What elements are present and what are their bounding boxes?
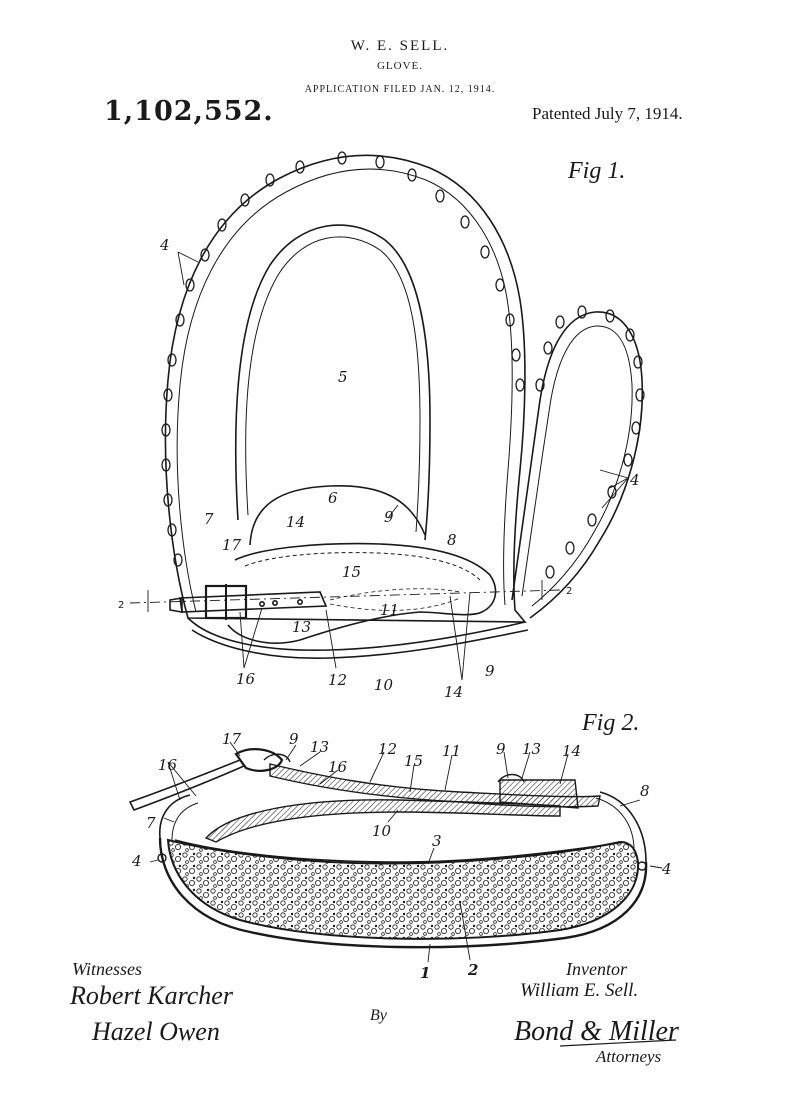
fig2-drawing: [128, 741, 663, 963]
flap-6: [249, 485, 426, 546]
cushion-cover: [158, 837, 648, 949]
patented-date: Patented July 7, 1914.: [532, 104, 683, 123]
section-mark-left: 2: [118, 600, 124, 611]
ref-9-a: 9: [384, 508, 394, 526]
fig2-ref-9-b: 9: [496, 740, 506, 758]
ref-17: 17: [222, 536, 242, 554]
fig2-ref-17: 17: [222, 730, 242, 748]
fig2-ref-13-b: 13: [522, 740, 541, 758]
fig2-ref-1: 1: [420, 964, 430, 982]
ref-15: 15: [342, 563, 361, 581]
ref-16: 16: [236, 670, 256, 688]
ref-13: 13: [292, 618, 311, 636]
loop-13-left: [263, 753, 291, 763]
fig2-ref-10: 10: [372, 822, 392, 840]
cushion-stuffing: [166, 838, 640, 940]
strap-10: [204, 799, 561, 843]
fig1-drawing: [129, 151, 645, 681]
fig2-ref-11: 11: [442, 742, 461, 760]
ref-14-b: 14: [444, 683, 463, 701]
wrist-band: [187, 617, 526, 652]
palm-pocket: [234, 224, 431, 541]
fig2-ref-12: 12: [378, 740, 397, 758]
inventor-name: W. E. SELL.: [350, 38, 450, 54]
fig2-ref-16: 16: [158, 756, 178, 774]
fig1-caption: Fig 1.: [567, 158, 625, 184]
fig2-ref-4-right: 4: [661, 860, 672, 878]
ref-11: 11: [380, 601, 399, 619]
section-mark-right: 2: [566, 586, 572, 597]
lacing-thumb: [535, 305, 645, 579]
ref-14-a: 14: [286, 513, 305, 531]
thumb-inner-edge: [521, 325, 633, 607]
strap-pad: [227, 542, 497, 644]
ref-6: 6: [328, 489, 338, 507]
fig2-leaders: [149, 741, 663, 963]
ref-12: 12: [328, 671, 347, 689]
ref-9-b: 9: [485, 662, 495, 680]
fig2-ref-14: 14: [562, 742, 581, 760]
strap-tip: [169, 597, 183, 613]
patent-title: GLOVE.: [376, 60, 424, 72]
by-label: By: [370, 1007, 388, 1024]
attorneys-label: Attorneys: [595, 1047, 662, 1066]
strap-12: [179, 591, 328, 613]
fig2-ref-3: 3: [432, 832, 442, 850]
witness-2-signature: Hazel Owen: [91, 1017, 220, 1046]
signatures: Witnesses Robert Karcher Hazel Owen By I…: [69, 959, 679, 1066]
fig2-ref-16-b: 16: [328, 758, 348, 776]
inner-cover-3: [174, 839, 626, 863]
fig1-labels: Fig 1. 4 4 5 6 7 8 9 9 10 11 12 13 14 14…: [118, 158, 640, 701]
fig2-ref-2: 2: [467, 961, 478, 979]
fig2-ref-9-a: 9: [289, 730, 299, 748]
side-wall-8: [599, 791, 647, 863]
fig2-ref-15: 15: [404, 752, 423, 770]
palm-pocket-inner: [245, 236, 421, 533]
fig2-ref-4-left: 4: [131, 852, 142, 870]
buckle-17-section: [234, 748, 284, 772]
inventor-label: Inventor: [565, 959, 628, 979]
strap-pad-inner: [244, 552, 481, 581]
patent-number: 1,102,552.: [104, 96, 274, 127]
wrist-band-lower: [191, 629, 529, 660]
ref-10: 10: [374, 676, 394, 694]
ref-7: 7: [204, 510, 214, 528]
lacing-fingers: [161, 151, 525, 567]
ref-4-right: 4: [629, 471, 640, 489]
fig2-ref-13-a: 13: [310, 738, 329, 756]
ref-4-left: 4: [159, 236, 170, 254]
glove-inner-edge: [176, 168, 513, 613]
attorney-signature: Bond & Miller: [514, 1016, 679, 1047]
pad-14: [499, 779, 579, 809]
witnesses-label: Witnesses: [72, 959, 142, 979]
witness-1-signature: Robert Karcher: [69, 981, 234, 1010]
fig2-labels: Fig 2. 16 17 9 13 12 16 15 11 9 13 14 8 …: [131, 710, 672, 982]
fig2-caption: Fig 2.: [581, 710, 639, 736]
ref-8: 8: [447, 531, 457, 549]
inventor-signature: William E. Sell.: [520, 980, 638, 1001]
fig2-ref-7: 7: [146, 814, 156, 832]
side-wall-7: [159, 794, 191, 839]
fig2-ref-8: 8: [640, 782, 650, 800]
application-filed: APPLICATION FILED JAN. 12, 1914.: [304, 84, 496, 95]
fig1-leaders: [177, 251, 629, 681]
thumb-outline: [511, 311, 644, 619]
ref-5: 5: [338, 368, 348, 386]
loop-13-right: [497, 773, 525, 783]
